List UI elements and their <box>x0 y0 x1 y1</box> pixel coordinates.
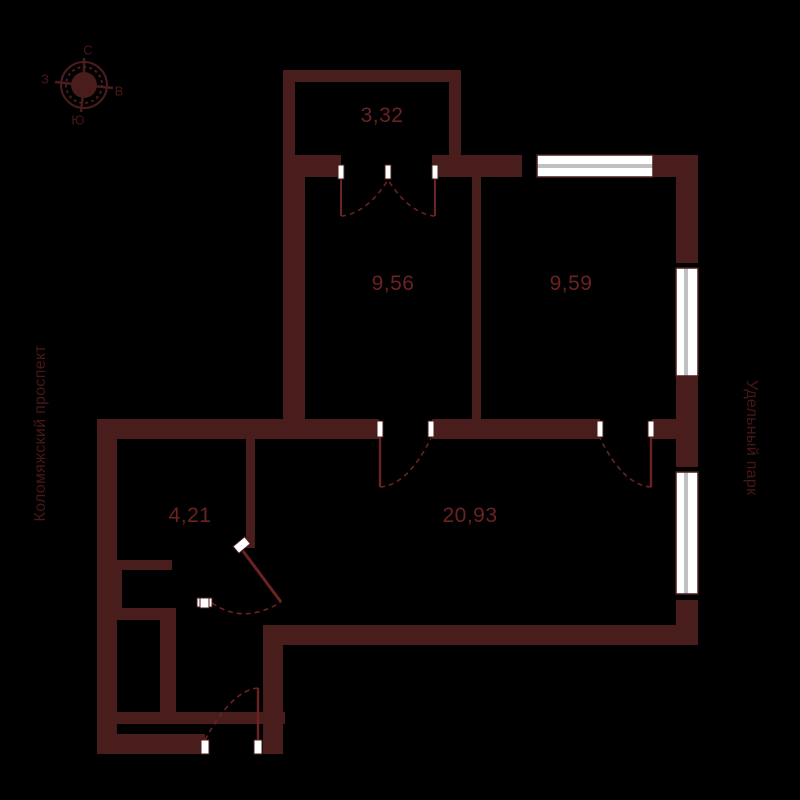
compass-needle-south <box>79 84 86 113</box>
wall-balcony-right <box>449 70 461 162</box>
street-label-left: Коломяжский проспект <box>32 345 49 522</box>
wall-balcony-left <box>283 70 295 162</box>
door-bedroom-left <box>376 420 435 488</box>
door-balcony-double <box>337 164 439 217</box>
compass-label-east: В <box>114 83 124 99</box>
wall-left-outer <box>97 419 117 754</box>
door-bedroom-right <box>596 420 655 488</box>
wall-bath-vert-2 <box>160 608 172 720</box>
wall-bath-vert-inner <box>110 560 122 620</box>
wall-top-mid-stub <box>432 155 522 177</box>
compass-label-west: З <box>41 71 49 87</box>
wall-bath-horiz-1 <box>110 608 172 620</box>
wall-bath-right-vert <box>172 608 176 720</box>
compass-needle-east <box>83 83 114 90</box>
compass-label-south: Ю <box>71 112 85 128</box>
street-label-right: Удельный парк <box>743 380 760 496</box>
compass-label-north: С <box>83 42 93 58</box>
wall-between-bedrooms <box>472 177 481 439</box>
wall-right-outer-upper <box>676 155 698 263</box>
wall-hallway-top <box>97 419 293 439</box>
window-right-lower <box>675 471 699 595</box>
wall-bath-horiz-2 <box>110 560 172 570</box>
window-top-right <box>536 154 654 178</box>
wall-balcony-top <box>283 70 461 82</box>
wall-living-bottom <box>263 625 698 645</box>
wall-bedroom-left-outer <box>283 155 305 430</box>
door-bathroom-stub <box>199 597 210 609</box>
window-right-upper <box>675 267 699 377</box>
wall-bedrooms-bottom-b <box>432 419 600 439</box>
wall-bath-horiz-3 <box>110 712 285 724</box>
door-entry <box>200 687 263 755</box>
wall-hallway-partition <box>246 430 255 548</box>
compass-needle-west <box>54 80 85 87</box>
wall-bottom-left <box>97 734 205 754</box>
wall-bedrooms-bottom-c <box>652 419 698 439</box>
wall-bedrooms-bottom-a <box>283 419 379 439</box>
